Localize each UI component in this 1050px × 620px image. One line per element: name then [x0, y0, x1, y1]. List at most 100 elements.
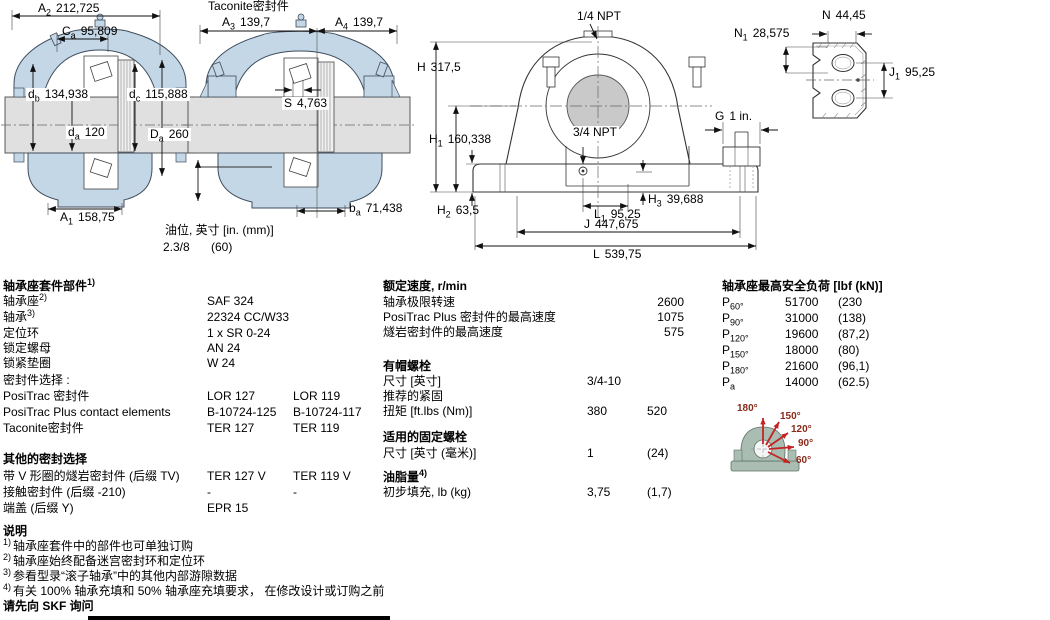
seal-row-positrac-v2: LOR 119	[293, 389, 341, 403]
grease-title: 油脂量4)	[383, 468, 428, 484]
load-row-a-v2: (62.5)	[838, 375, 870, 389]
load-row-150-label: P150°	[722, 343, 749, 360]
load-row-a-label: Pa	[722, 375, 736, 392]
load-row-120-v1: 19600	[785, 327, 819, 341]
other-seal-endcap-v1: EPR 15	[207, 501, 249, 515]
cap-bolt-size-label: 尺寸 [英寸]	[383, 374, 442, 388]
angle-label-90: 90°	[798, 438, 814, 449]
cap-bolt-size-value: 3/4-10	[587, 374, 622, 388]
seal-row-taconite-label: Taconite密封件	[3, 421, 84, 435]
seal-select-label: 密封件选择 :	[3, 373, 70, 387]
note-3: 3)参看型录“滚子轴承”中的其他内部游隙数据	[3, 567, 238, 583]
part-label-bearing: 轴承3)	[3, 308, 36, 324]
other-seal-210-v2: -	[293, 485, 297, 499]
other-seals-title: 其他的密封选择	[3, 452, 88, 466]
fixing-bolt-size-v2: (24)	[647, 446, 669, 460]
seal-row-positrac-label: PosiTrac 密封件	[3, 389, 90, 403]
seal-row-taconite-v1: TER 127	[207, 421, 255, 435]
load-row-180-v2: (96,1)	[838, 359, 870, 373]
seal-row-positrac-plus-v2: B-10724-117	[293, 405, 362, 419]
part-value-lock-washer: W 24	[207, 356, 236, 370]
load-row-a-v1: 14000	[785, 375, 819, 389]
load-row-90-v2: (138)	[838, 311, 867, 325]
part-label-lock-washer: 锁紧垫圈	[3, 356, 52, 370]
speed-row-limit-value: 2600	[657, 295, 684, 309]
other-seal-210-v1: -	[207, 485, 211, 499]
part-value-housing: SAF 324	[207, 294, 254, 308]
note-1: 1)轴承座套件中的部件也可单独订购	[3, 537, 194, 553]
other-seal-210-label: 接触密封件 (后缀 -210)	[3, 485, 126, 499]
part-value-bearing: 22324 CC/W33	[207, 310, 290, 324]
load-row-150-v1: 18000	[785, 343, 819, 357]
oil-level-mm: (60)	[211, 240, 233, 254]
load-row-150-v2: (80)	[838, 343, 860, 357]
bottom-divider-bar	[88, 616, 390, 620]
seal-row-positrac-plus-label: PosiTrac Plus contact elements	[3, 405, 171, 419]
load-row-60-v2: (230	[838, 295, 863, 309]
speed-title: 额定速度, r/min	[383, 279, 468, 293]
angle-label-150: 150°	[780, 411, 801, 422]
cap-bolt-torque-v2: 520	[647, 404, 668, 418]
part-value-locating-ring: 1 x SR 0-24	[207, 326, 271, 340]
fixing-bolts-title: 适用的固定螺栓	[383, 430, 468, 444]
cap-bolts-title: 有帽螺栓	[383, 359, 432, 373]
speed-row-limit-label: 轴承极限转速	[383, 295, 456, 309]
load-row-60-v1: 51700	[785, 295, 819, 309]
speed-row-taconite-value: 575	[663, 325, 684, 339]
note-4: 4)有关 100% 轴承充填和 50% 轴承座充填要求， 在修改设计或订购之前	[3, 582, 385, 598]
other-seal-tv-label: 带 V 形圈的燧岩密封件 (后缀 TV)	[3, 469, 180, 483]
part-label-lock-nut: 锁定螺母	[3, 341, 52, 355]
seal-row-positrac-v1: LOR 127	[207, 389, 256, 403]
oil-level-inches: 2.3/8	[163, 240, 190, 254]
angle-label-120: 120°	[791, 424, 812, 435]
part-label-locating-ring: 定位环	[3, 326, 40, 340]
fixing-bolt-size-label: 尺寸 [英寸 (毫米)]	[383, 446, 477, 460]
speed-row-positrac-value: 1075	[657, 310, 684, 324]
speed-row-positrac-label: PosiTrac Plus 密封件的最高速度	[383, 310, 556, 324]
load-direction-diagram	[730, 418, 800, 472]
footprint-drawing	[783, 31, 893, 119]
load-row-90-v1: 31000	[785, 311, 819, 325]
front-section-drawing	[1, 10, 199, 215]
angle-label-180: 180°	[737, 403, 758, 414]
load-row-180-v1: 21600	[785, 359, 819, 373]
cap-bolt-rec-label: 推荐的紧固	[383, 389, 444, 403]
speed-row-taconite-label: 燧岩密封件的最高速度	[383, 325, 504, 339]
taconite-title: Taconite密封件	[208, 0, 289, 13]
grease-fill-v1: 3,75	[587, 485, 611, 499]
notes-title: 说明	[3, 524, 28, 538]
taconite-section-drawing	[183, 13, 415, 218]
cap-bolt-torque-label: 扭矩 [ft.lbs (Nm)]	[383, 404, 473, 418]
seal-row-taconite-v2: TER 119	[293, 421, 340, 435]
angle-label-60: 60°	[796, 455, 812, 466]
note-2: 2)轴承座始终配备迷宫密封环和定位环	[3, 552, 206, 568]
load-row-120-v2: (87,2)	[838, 327, 870, 341]
parts-section-title: 轴承座套件部件1)	[3, 277, 96, 293]
note-footer: 请先向 SKF 询问	[3, 599, 94, 613]
other-seal-endcap-label: 端盖 (后缀 Y)	[3, 501, 74, 515]
seal-row-positrac-plus-v1: B-10724-125	[207, 405, 277, 419]
other-seal-tv-v1: TER 127 V	[207, 469, 266, 483]
load-row-60-label: P60°	[722, 295, 744, 312]
